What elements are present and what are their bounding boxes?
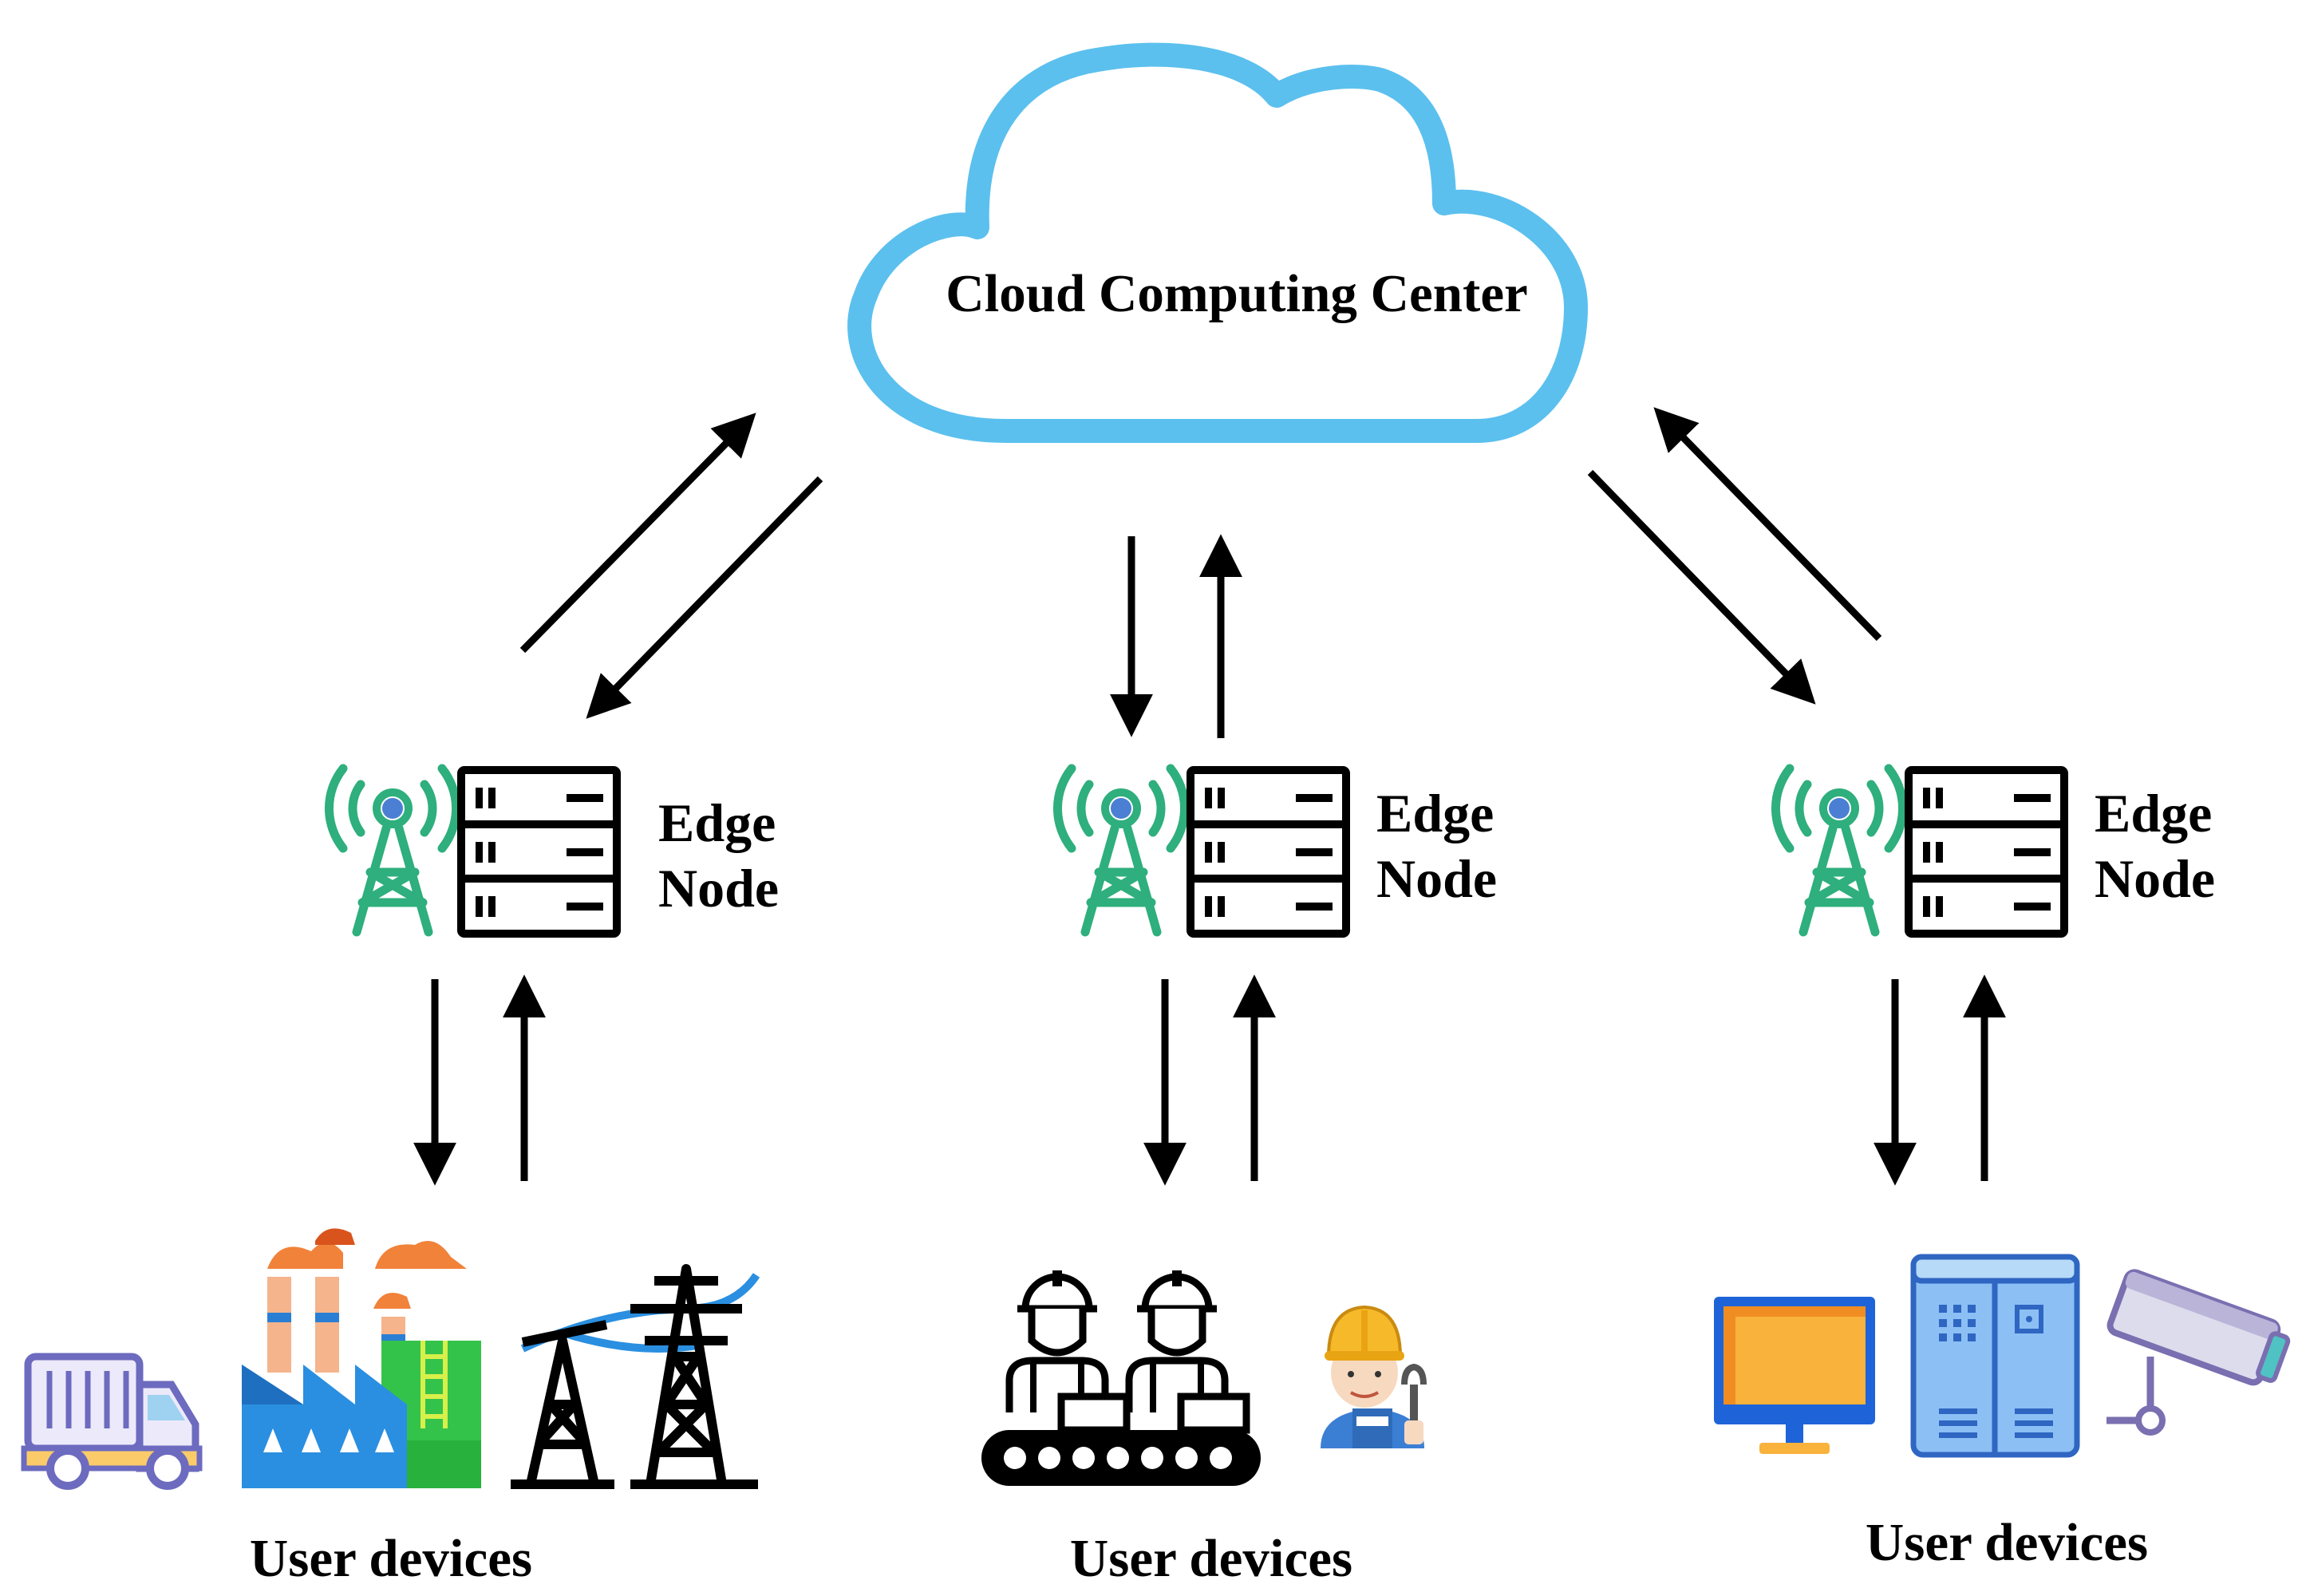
antenna-tower-icon: [1775, 768, 1902, 932]
edge-node-line2: Node: [2095, 848, 2216, 909]
cloud-computing-center-label: Cloud Computing Center: [946, 264, 1528, 323]
edge-node-line2: Node: [658, 858, 780, 918]
power-tower-icon: [511, 1264, 760, 1489]
user-devices-label-center: User devices: [1069, 1529, 1353, 1588]
edge-node-left: [329, 768, 617, 934]
arrow-cloud-to-left-edge: [586, 476, 823, 719]
monitor-icon: [1714, 1297, 1875, 1454]
edge-node-line1: Edge: [658, 792, 776, 853]
server-rack-icon: [1909, 770, 2064, 934]
edge-node-label-right: Edge Node: [2095, 780, 2270, 911]
truck-icon: [21, 1353, 203, 1490]
edge-node-line1: Edge: [2095, 783, 2213, 843]
cloud-shape: [847, 42, 1588, 443]
edge-node-label-center: Edge Node: [1376, 780, 1552, 911]
user-devices-label-right: User devices: [1865, 1513, 2149, 1572]
arrow-right-edge-to-cloud: [1653, 407, 1882, 642]
edge-user-arrows: [413, 974, 2006, 1186]
arrow-left-edge-to-cloud: [519, 413, 756, 654]
edge-node-center: [1057, 768, 1346, 934]
arrow-cloud-to-right-edge: [1587, 469, 1816, 705]
antenna-tower-icon: [1057, 768, 1184, 932]
security-camera-icon: [2106, 1269, 2291, 1436]
edge-node-line2: Node: [1376, 848, 1498, 909]
engineer-icon: [1321, 1305, 1427, 1448]
edge-node-right: [1775, 768, 2064, 934]
server-cabinet-icon: [1910, 1254, 2080, 1458]
edge-node-line1: Edge: [1376, 783, 1494, 843]
server-rack-icon: [1190, 770, 1346, 934]
user-devices-label-left: User devices: [249, 1529, 533, 1588]
factory-icon: [242, 1228, 481, 1488]
antenna-tower-icon: [329, 768, 456, 932]
cloud-edge-arrows: [519, 407, 1882, 738]
assembly-line-workers-icon: [981, 1270, 1261, 1486]
server-rack-icon: [461, 770, 617, 934]
edge-node-label-left: Edge Node: [658, 790, 834, 921]
